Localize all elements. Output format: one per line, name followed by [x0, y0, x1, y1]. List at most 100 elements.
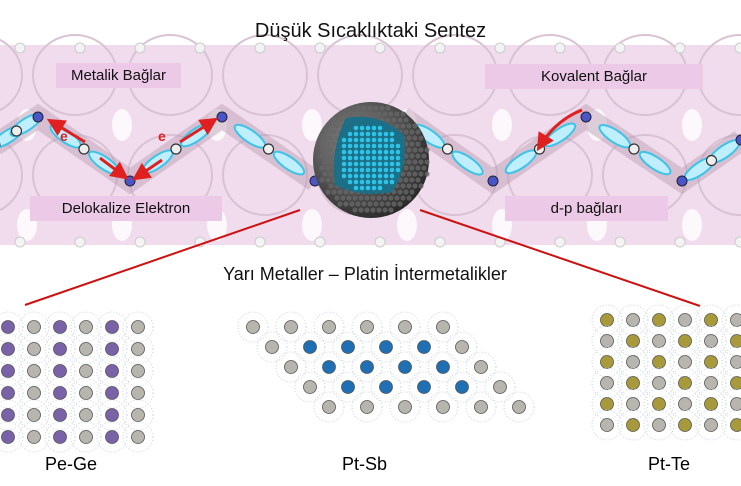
pe-ge-atom — [1, 342, 15, 356]
pt-sb-shell — [446, 371, 478, 403]
particle-atom — [328, 171, 334, 177]
lattice-void — [112, 109, 132, 141]
pt-sb-atom — [303, 380, 317, 394]
core-atom — [353, 173, 359, 179]
particle-atom — [418, 135, 424, 141]
pt-sb-shell — [370, 331, 402, 363]
particle-atom — [328, 147, 334, 153]
pt-sb-atom — [455, 380, 469, 394]
particle-atom — [376, 207, 382, 213]
core-atom — [353, 179, 359, 185]
surface-atom — [614, 42, 626, 54]
core-atom — [341, 167, 347, 173]
pt-te-atom — [678, 418, 692, 432]
particle-atom — [373, 105, 379, 111]
pt-sb-shell — [237, 311, 269, 343]
pt-te-atom — [730, 376, 741, 390]
core-atom — [389, 143, 395, 149]
particle-atom — [400, 123, 406, 129]
core-atom — [377, 167, 383, 173]
pe-ge-atom — [79, 430, 93, 444]
lattice-void — [397, 209, 417, 241]
orbital-lobe — [451, 150, 484, 176]
pt-sb-shell — [332, 371, 364, 403]
label-delocalized-electron: Delokalize Elektron — [30, 196, 222, 221]
pt-te-atom — [652, 418, 666, 432]
pe-ge-shell — [18, 355, 50, 387]
core-atom — [395, 143, 401, 149]
pt-sb-atom — [379, 380, 393, 394]
core-atom — [365, 155, 371, 161]
particle-atom — [352, 111, 358, 117]
pe-ge-atom — [27, 386, 41, 400]
pt-sb-atom — [322, 320, 336, 334]
pt-te-shell — [643, 409, 675, 441]
particle-atom — [364, 195, 370, 201]
pe-ge-shell — [18, 311, 50, 343]
particle-atom — [331, 129, 337, 135]
particle-atom — [370, 207, 376, 213]
curved-arrow — [536, 108, 583, 152]
core-atom — [359, 125, 365, 131]
electron-arrow — [179, 117, 219, 144]
pt-te-atom — [730, 397, 741, 411]
particle-atom — [388, 195, 394, 201]
particle-atom — [322, 135, 328, 141]
core-atom — [371, 167, 377, 173]
surface-atom — [14, 236, 26, 248]
pe-ge-shell — [0, 333, 24, 365]
particle-atom — [409, 165, 415, 171]
pt-te-atom — [678, 376, 692, 390]
pt-sb-shell — [465, 391, 497, 423]
pe-ge-atom — [131, 364, 145, 378]
pt-te-atom — [626, 376, 640, 390]
pt-sb-atom — [341, 340, 355, 354]
particle-atom — [337, 189, 343, 195]
pt-te-atom — [730, 313, 741, 327]
particle-atom — [346, 195, 352, 201]
pt-te-shell — [669, 367, 701, 399]
pe-ge-atom — [79, 364, 93, 378]
surface-atom — [674, 236, 686, 248]
particle-atom — [379, 201, 385, 207]
pt-sb-shell — [446, 331, 478, 363]
particle-atom — [364, 111, 370, 117]
core-atom — [377, 155, 383, 161]
particle-atom — [322, 159, 328, 165]
particle-atom — [418, 159, 424, 165]
pe-ge-shell — [70, 311, 102, 343]
pe-ge-shell — [96, 333, 128, 365]
pt-te-shell — [669, 346, 701, 378]
core-atom — [371, 161, 377, 167]
pt-sb-shell — [313, 351, 345, 383]
particle-atom — [409, 153, 415, 159]
core-atom — [377, 125, 383, 131]
pt-te-atom — [626, 397, 640, 411]
core-atom — [359, 179, 365, 185]
lattice-ring — [222, 134, 308, 216]
pt-te-atom — [678, 313, 692, 327]
core-atom — [377, 131, 383, 137]
core-atom — [365, 179, 371, 185]
core-atom — [359, 155, 365, 161]
pt-te-shell — [695, 409, 727, 441]
surface-atom — [314, 42, 326, 54]
pe-ge-atom — [27, 364, 41, 378]
label-metallic-bonds: Metalik Bağlar — [56, 63, 181, 88]
pt-te-atom — [704, 334, 718, 348]
pe-ge-atom — [53, 342, 67, 356]
electron-arrow — [46, 118, 86, 144]
pt-sb-shell — [275, 351, 307, 383]
core-atom — [359, 131, 365, 137]
pt-sb-shell — [351, 391, 383, 423]
pe-ge-shell — [70, 421, 102, 453]
particle-atom — [319, 177, 325, 183]
particle-atom — [418, 183, 424, 189]
core-atom — [365, 131, 371, 137]
particle-atom — [388, 111, 394, 117]
particle-atom — [373, 201, 379, 207]
particle-atom — [376, 111, 382, 117]
pe-ge-atom — [105, 364, 119, 378]
orbital-lobe — [638, 150, 672, 176]
pt-sb-shell — [332, 331, 364, 363]
